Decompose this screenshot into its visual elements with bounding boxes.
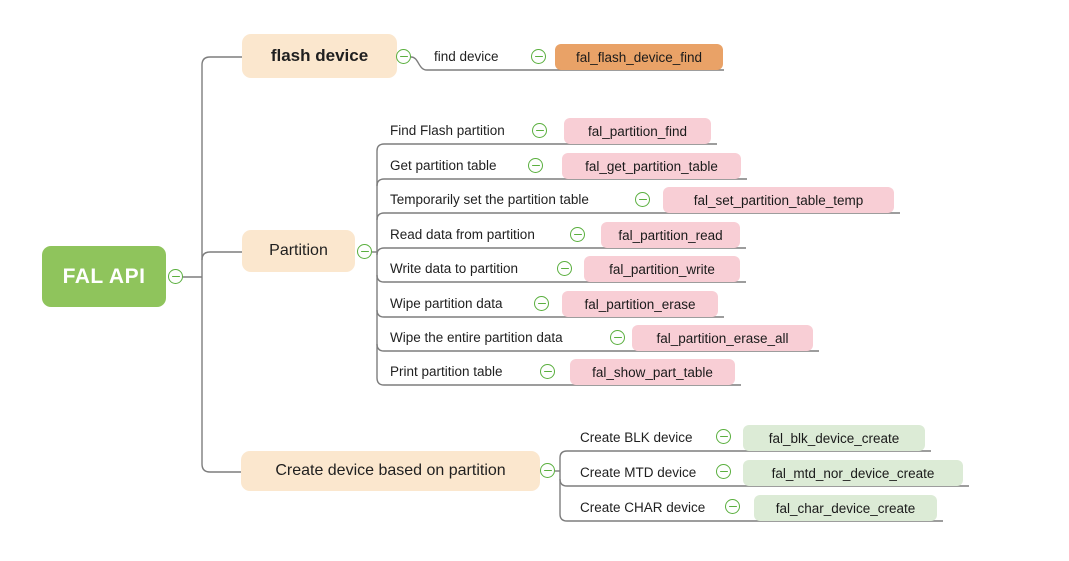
leaf-fal-partition-find[interactable]: fal_partition_find xyxy=(564,118,711,144)
collapse-minus-icon-find-device[interactable] xyxy=(531,49,546,64)
node-read-data-from-partition[interactable]: Read data from partition xyxy=(390,227,535,242)
leaf-fal-partition-erase-all[interactable]: fal_partition_erase_all xyxy=(632,325,813,351)
collapse-minus-icon-show-part-table[interactable] xyxy=(540,364,555,379)
collapse-minus-icon-partition-read[interactable] xyxy=(570,227,585,242)
node-flash-device[interactable]: flash device xyxy=(242,34,397,78)
leaf-fal-partition-erase[interactable]: fal_partition_erase xyxy=(562,291,718,317)
node-write-data-to-partition[interactable]: Write data to partition xyxy=(390,261,519,276)
node-create-mtd-device[interactable]: Create MTD device xyxy=(580,465,697,480)
node-temporarily-set-partition-table[interactable]: Temporarily set the partition table xyxy=(390,192,589,207)
leaf-fal-show-part-table[interactable]: fal_show_part_table xyxy=(570,359,735,385)
collapse-minus-icon-partition-write[interactable] xyxy=(557,261,572,276)
node-get-partition-table[interactable]: Get partition table xyxy=(390,158,497,173)
collapse-minus-icon-find-flash-partition[interactable] xyxy=(532,123,547,138)
collapse-minus-icon-flash-device[interactable] xyxy=(396,49,411,64)
leaf-fal-flash-device-find[interactable]: fal_flash_device_find xyxy=(555,44,723,70)
node-wipe-entire-partition-data[interactable]: Wipe the entire partition data xyxy=(390,330,563,345)
leaf-fal-partition-read[interactable]: fal_partition_read xyxy=(601,222,740,248)
node-print-partition-table[interactable]: Print partition table xyxy=(390,364,503,379)
collapse-minus-icon-partition[interactable] xyxy=(357,244,372,259)
leaf-fal-get-partition-table[interactable]: fal_get_partition_table xyxy=(562,153,741,179)
node-wipe-partition-data[interactable]: Wipe partition data xyxy=(390,296,503,311)
collapse-minus-icon-root[interactable] xyxy=(168,269,183,284)
collapse-minus-icon-partition-erase-all[interactable] xyxy=(610,330,625,345)
collapse-minus-icon-create-device[interactable] xyxy=(540,463,555,478)
collapse-minus-icon-blk-device-create[interactable] xyxy=(716,429,731,444)
node-create-char-device[interactable]: Create CHAR device xyxy=(580,500,706,515)
node-create-blk-device[interactable]: Create BLK device xyxy=(580,430,693,445)
collapse-minus-icon-partition-erase[interactable] xyxy=(534,296,549,311)
connectors xyxy=(183,56,969,522)
node-partition[interactable]: Partition xyxy=(242,230,355,272)
collapse-minus-icon-char-device-create[interactable] xyxy=(725,499,740,514)
leaf-fal-partition-write[interactable]: fal_partition_write xyxy=(584,256,740,282)
collapse-minus-icon-mtd-nor-device-create[interactable] xyxy=(716,464,731,479)
node-find-flash-partition[interactable]: Find Flash partition xyxy=(390,123,505,138)
collapse-minus-icon-get-partition-table[interactable] xyxy=(528,158,543,173)
leaf-fal-char-device-create[interactable]: fal_char_device_create xyxy=(754,495,937,521)
leaf-fal-blk-device-create[interactable]: fal_blk_device_create xyxy=(743,425,925,451)
leaf-fal-mtd-nor-device-create[interactable]: fal_mtd_nor_device_create xyxy=(743,460,963,486)
node-fal-api[interactable]: FAL API xyxy=(42,246,166,307)
node-create-device-based-on-partition[interactable]: Create device based on partition xyxy=(241,451,540,491)
collapse-minus-icon-set-partition-table-temp[interactable] xyxy=(635,192,650,207)
node-find-device[interactable]: find device xyxy=(434,49,499,64)
leaf-fal-set-partition-table-temp[interactable]: fal_set_partition_table_temp xyxy=(663,187,894,213)
